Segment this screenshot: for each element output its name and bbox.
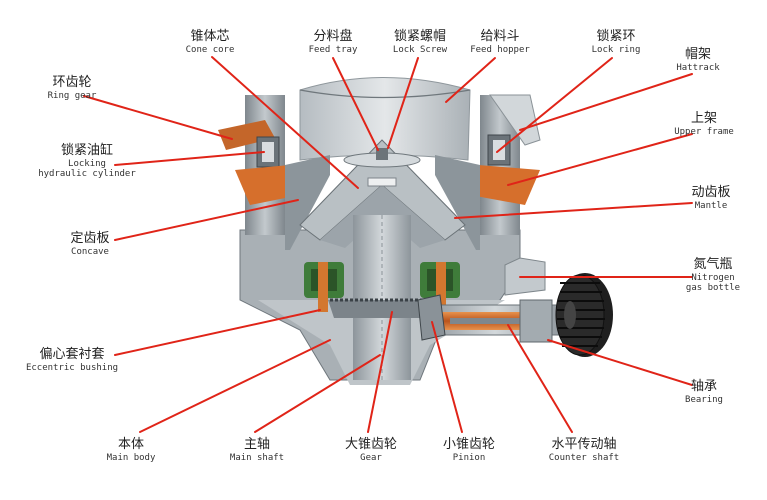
leader-mantle: [454, 202, 693, 219]
cone-core: [320, 185, 445, 248]
leader-upper-frame: [507, 133, 693, 186]
leader-bearing: [547, 339, 693, 386]
main-shaft: [353, 215, 411, 380]
concave-liner: [285, 155, 330, 250]
leader-main-shaft: [254, 354, 381, 433]
leader-ring-gear: [83, 95, 233, 140]
leader-locking-cylinder: [114, 151, 265, 166]
bevel-gear: [328, 300, 436, 318]
upper-frame-flange-right: [470, 165, 540, 205]
leader-feed-hopper: [445, 57, 496, 103]
crusher-illustration: [218, 77, 613, 385]
leader-eccentric: [114, 309, 321, 356]
upper-frame-flange-left: [235, 165, 300, 205]
hattrack-ring: [489, 94, 541, 146]
leader-pinion: [431, 321, 463, 433]
pulley: [555, 273, 613, 357]
leader-main-body: [139, 339, 331, 433]
leader-hattrack: [519, 73, 693, 131]
leader-cone-core: [211, 56, 359, 189]
leader-lock-screw: [387, 57, 419, 149]
pinion: [417, 294, 446, 341]
leader-feed-tray: [332, 57, 379, 151]
ring-gear-left: [218, 120, 275, 150]
bearing-housing: [519, 299, 553, 343]
leader-counter-shaft: [507, 324, 573, 433]
leader-lines: [83, 56, 693, 433]
leader-gear: [367, 311, 393, 433]
leader-concave: [114, 199, 299, 241]
leader-lock-ring: [496, 57, 613, 153]
feed-hopper: [299, 77, 471, 161]
